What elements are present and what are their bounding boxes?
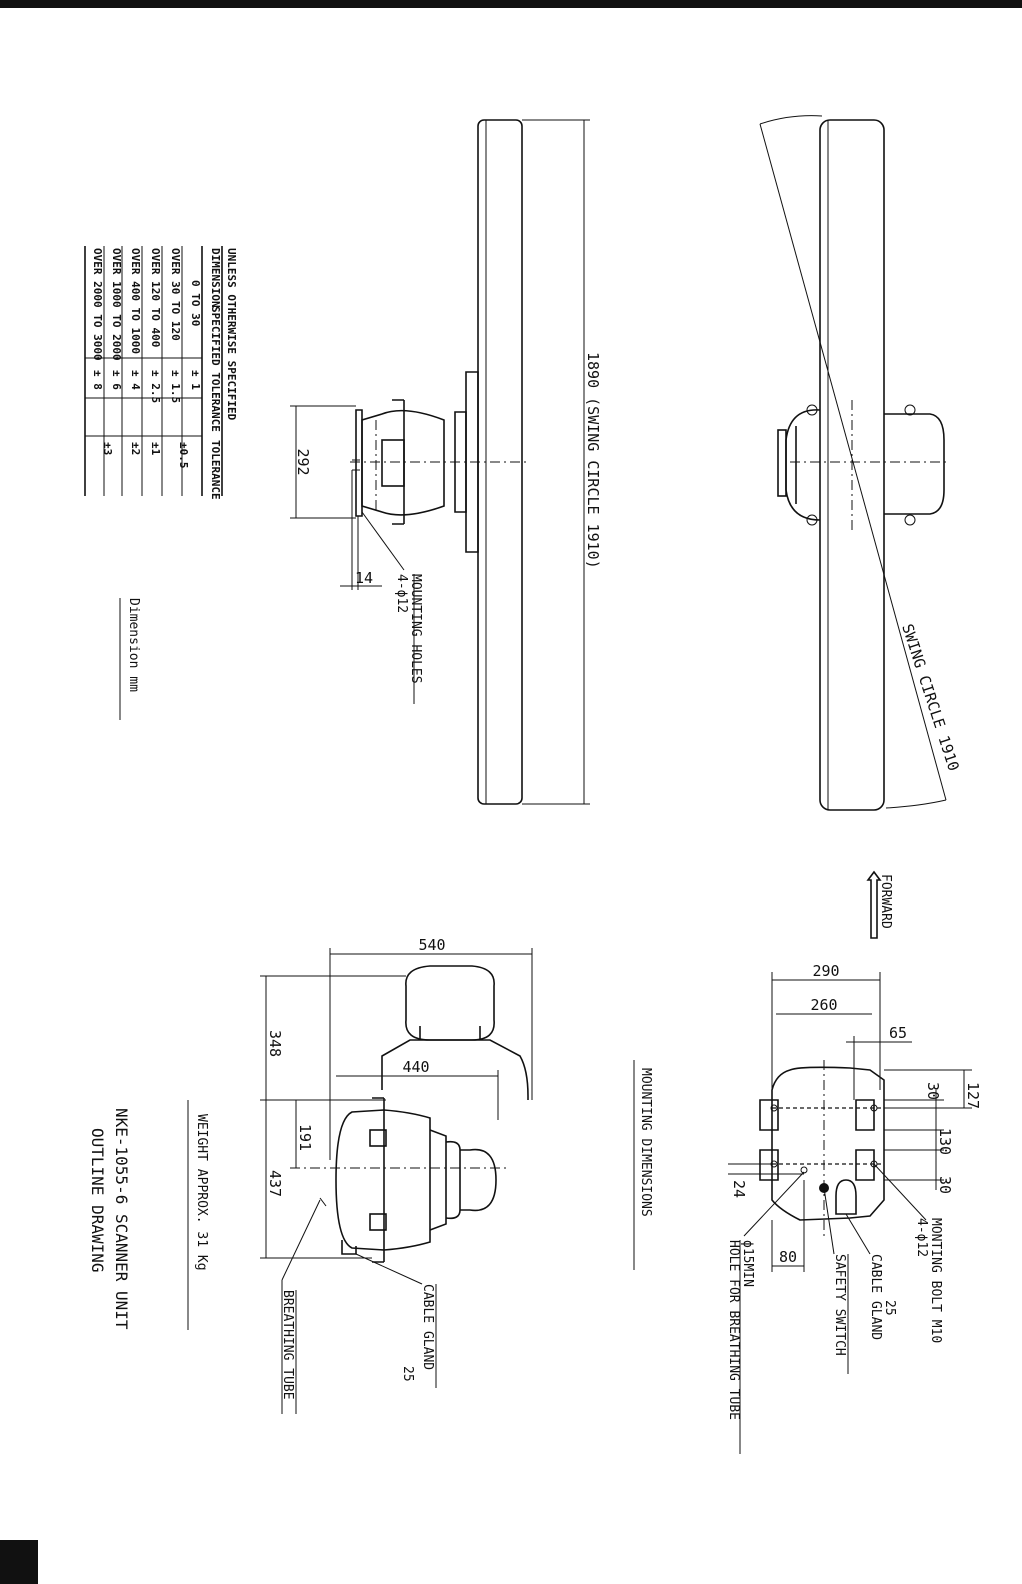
dim-348-label: 348 xyxy=(266,1030,284,1057)
table-header-dimension: DIMENSION xyxy=(209,248,222,308)
mounting-cable-gland-callout: CABLE GLAND 25 xyxy=(845,1213,897,1340)
dimension-unit: Dimension mm xyxy=(126,598,141,692)
table-row-3-tol: ±1 xyxy=(149,442,162,456)
holes-count-label: 4-ϕ12 xyxy=(394,574,409,613)
corner-mark xyxy=(0,1540,38,1584)
mounting-heading: MOUNTING DIMENSIONS xyxy=(638,1068,653,1217)
table-row-6-dim: OVER 2000 TO 3000 xyxy=(91,248,104,361)
table-row-5-dim: OVER 1000 TO 2000 xyxy=(110,248,123,361)
dim-65: 65 xyxy=(846,1024,912,1100)
dim-30a-label: 30 xyxy=(924,1082,942,1100)
top-border-bar xyxy=(0,0,1022,8)
side-cable-gland-size: 25 xyxy=(400,1366,415,1382)
hole-size-label: ϕ15MIN xyxy=(740,1240,755,1287)
dim-440-label: 440 xyxy=(402,1058,429,1076)
radome-end xyxy=(405,965,495,1041)
swing-1890-label: 1890 (SWING CIRCLE 1910) xyxy=(584,352,602,569)
dim-540-label: 540 xyxy=(418,936,445,954)
holes-label: MOUNTING HOLES xyxy=(408,574,423,684)
dim-30-130-30: 30 130 30 xyxy=(884,1082,954,1194)
table-header-tolerance: TOLERANCE xyxy=(209,440,222,500)
mounting-bolt-callout: 4-ϕ12 MONTING BOLT M10 xyxy=(873,1163,943,1343)
dim-130-label: 130 xyxy=(936,1128,954,1155)
safety-switch-label: SAFETY SWITCH xyxy=(832,1254,847,1356)
table-row-5-spec: ± 6 xyxy=(110,370,123,390)
table-row-2-spec: ± 1.5 xyxy=(169,370,182,403)
safety-switch-callout: SAFETY SWITCH xyxy=(823,1187,849,1374)
top-view-antenna xyxy=(350,119,530,805)
dim-80: 80 xyxy=(771,1180,805,1272)
forward-arrow: FORWARD xyxy=(866,870,893,939)
side-cable-gland-callout: CABLE GLAND 25 xyxy=(355,1253,437,1388)
breathing-tube-label: BREATHING TUBE xyxy=(280,1290,295,1400)
dim-540: 540 xyxy=(329,936,533,1160)
breathing-hole-callout: ϕ15MIN HOLE FOR BREATHING TUBE xyxy=(726,1171,805,1454)
side-cable-gland-label: CABLE GLAND xyxy=(420,1284,435,1370)
dim-14-label: 14 xyxy=(355,569,373,587)
dim-437-label: 437 xyxy=(266,1170,284,1197)
tolerance-table: UNLESS OTHERWISE SPECIFIED DIMENSION SPE… xyxy=(84,246,238,500)
table-row-4-dim: OVER 400 TO 1000 xyxy=(129,248,142,354)
breathing-tube-callout: BREATHING TUBE xyxy=(280,1199,321,1414)
table-row-3-dim: OVER 120 TO 400 xyxy=(149,248,162,347)
dim-1890: 1890 (SWING CIRCLE 1910) xyxy=(522,119,602,805)
mount-cable-gland-size: 25 xyxy=(882,1300,897,1316)
weight-label: WEIGHT APPROX. 31 Kg xyxy=(194,1114,209,1271)
dim-260-label: 260 xyxy=(810,996,837,1014)
swing-view-antenna xyxy=(777,119,950,811)
dim-290: 290 xyxy=(771,962,881,1090)
swing-1910-label: SWING CIRCLE 1910 xyxy=(898,622,963,774)
table-row-2-dim: OVER 30 TO 120 xyxy=(169,248,182,341)
table-row-4-spec: ± 4 xyxy=(129,370,142,390)
antenna-bar-swing xyxy=(819,119,885,811)
dim-24: 24 xyxy=(728,1163,804,1198)
dim-292-label: 292 xyxy=(294,448,312,475)
dim-191-label: 191 xyxy=(296,1124,314,1151)
bolt-count-label: 4-ϕ12 xyxy=(914,1218,929,1257)
dim-24-label: 24 xyxy=(730,1180,748,1198)
bolt-label: MONTING BOLT M10 xyxy=(928,1218,943,1343)
mounting-holes-callout: 4-ϕ12 MOUNTING HOLES xyxy=(361,511,423,704)
dim-30b-label: 30 xyxy=(936,1176,954,1194)
dim-14: 14 xyxy=(340,569,382,587)
mounting-plate xyxy=(759,1060,885,1240)
dim-127: 127 xyxy=(884,1069,982,1109)
title-line-2: OUTLINE DRAWING xyxy=(88,1128,107,1273)
title-line-1: NKE-1055-6 SCANNER UNIT xyxy=(112,1108,131,1330)
side-view xyxy=(290,965,529,1263)
table-row-5-tol: ±3 xyxy=(101,442,114,455)
hole-label: HOLE FOR BREATHING TUBE xyxy=(726,1240,741,1420)
dim-65-label: 65 xyxy=(889,1024,907,1042)
dim-348-437: 348 437 xyxy=(260,975,406,1259)
table-row-4-tol: ±2 xyxy=(129,442,142,455)
dim-191: 191 xyxy=(295,1100,314,1168)
dim-292: 292 xyxy=(290,405,356,519)
table-row-6-spec: ± 8 xyxy=(91,370,104,390)
dim-260: 260 xyxy=(776,996,872,1015)
table-row-1-spec: ± 1 xyxy=(189,370,202,390)
table-title: UNLESS OTHERWISE SPECIFIED xyxy=(225,248,238,421)
table-row-1-dim: 0 TO 30 xyxy=(189,280,202,326)
table-row-3-spec: ± 2.5 xyxy=(149,370,162,403)
dim-127-label: 127 xyxy=(964,1082,982,1109)
table-header-specified: SPECIFIED TOLERANCE xyxy=(209,306,222,432)
dim-290-label: 290 xyxy=(812,962,839,980)
dim-80-label: 80 xyxy=(779,1248,797,1266)
forward-label: FORWARD xyxy=(878,874,893,929)
mount-cable-gland-label: CABLE GLAND xyxy=(868,1254,883,1340)
table-row-1-tol: ±0.5 xyxy=(177,442,190,469)
dim-440: 440 xyxy=(336,1058,499,1120)
